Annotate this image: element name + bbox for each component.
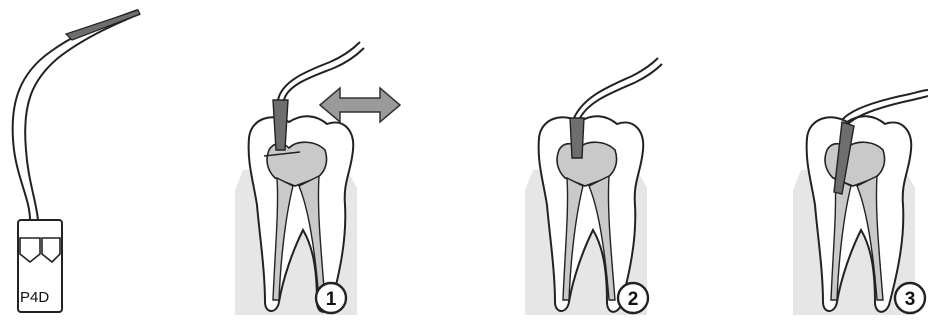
- step-number-2: 2: [628, 289, 639, 310]
- step-marker-1: 1: [316, 283, 346, 313]
- tip-label: P4D: [20, 289, 49, 306]
- double-arrow-icon: [320, 88, 400, 122]
- step-marker-2: 2: [618, 283, 648, 313]
- tooth-step-3: [793, 116, 915, 315]
- step-number-3: 3: [905, 289, 916, 310]
- step-marker-3: 3: [895, 283, 925, 313]
- ultrasonic-tip: P4D: [13, 10, 140, 312]
- step-number-1: 1: [326, 289, 337, 310]
